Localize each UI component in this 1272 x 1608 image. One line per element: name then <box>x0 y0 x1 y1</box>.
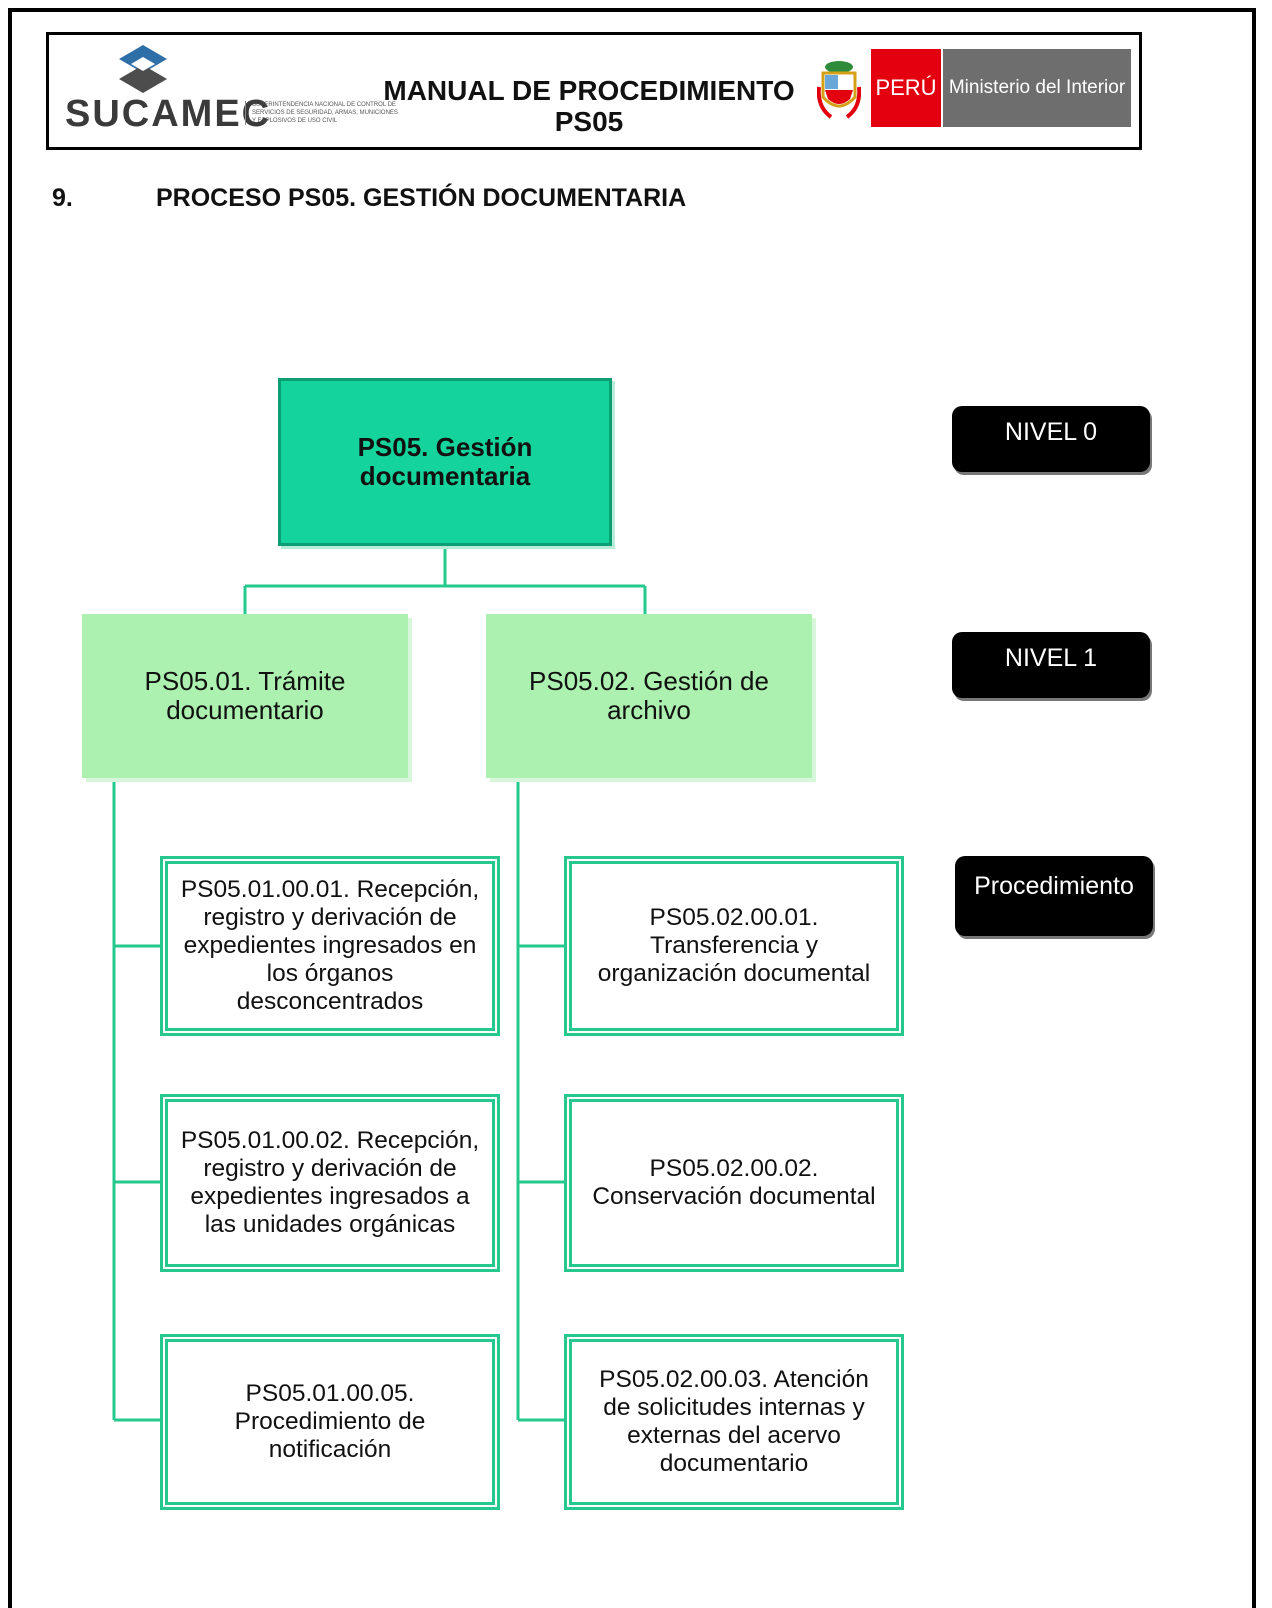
node-ps05-01-00-01: PS05.01.00.01. Recepción, registro y der… <box>160 856 500 1036</box>
ministry-label: Ministerio del Interior <box>943 49 1131 127</box>
node-ps05-02-00-03: PS05.02.00.03. Atención de solicitudes i… <box>564 1334 904 1510</box>
manual-title-line2: PS05 <box>554 106 624 137</box>
node-ps05-02-00-02: PS05.02.00.02. Conservación documental <box>564 1094 904 1272</box>
section-number: 9. <box>52 184 73 212</box>
level-0-badge: NIVEL 0 <box>952 406 1150 472</box>
node-ps05-02-00-01: PS05.02.00.01. Transferencia y organizac… <box>564 856 904 1036</box>
node-ps05-01-00-05: PS05.01.00.05. Procedimiento de notifica… <box>160 1334 500 1510</box>
logo-subtitle: SUPERINTENDENCIA NACIONAL DE CONTROL DE … <box>245 101 402 125</box>
page-frame <box>8 8 1256 1608</box>
manual-title-line1: MANUAL DE PROCEDIMIENTO <box>383 75 795 106</box>
manual-title: MANUAL DE PROCEDIMIENTO PS05 <box>379 75 799 137</box>
procedure-badge: Procedimiento <box>955 856 1153 936</box>
level-1-badge: NIVEL 1 <box>952 632 1150 698</box>
peru-label: PERÚ <box>871 49 941 127</box>
sucamec-logo-icon <box>119 45 167 93</box>
node-ps05-01-00-02: PS05.01.00.02. Recepción, registro y der… <box>160 1094 500 1272</box>
logo-name: SUCAMEC <box>65 93 272 135</box>
node-root-ps05: PS05. Gestión documentaria <box>278 378 612 546</box>
national-coat-of-arms-icon <box>817 61 861 119</box>
section-title: PROCESO PS05. GESTIÓN DOCUMENTARIA <box>156 184 687 212</box>
node-ps05-02: PS05.02. Gestión de archivo <box>486 614 812 778</box>
document-header: SUCAMEC SUPERINTENDENCIA NACIONAL DE CON… <box>46 32 1142 150</box>
node-ps05-01: PS05.01. Trámite documentario <box>82 614 408 778</box>
